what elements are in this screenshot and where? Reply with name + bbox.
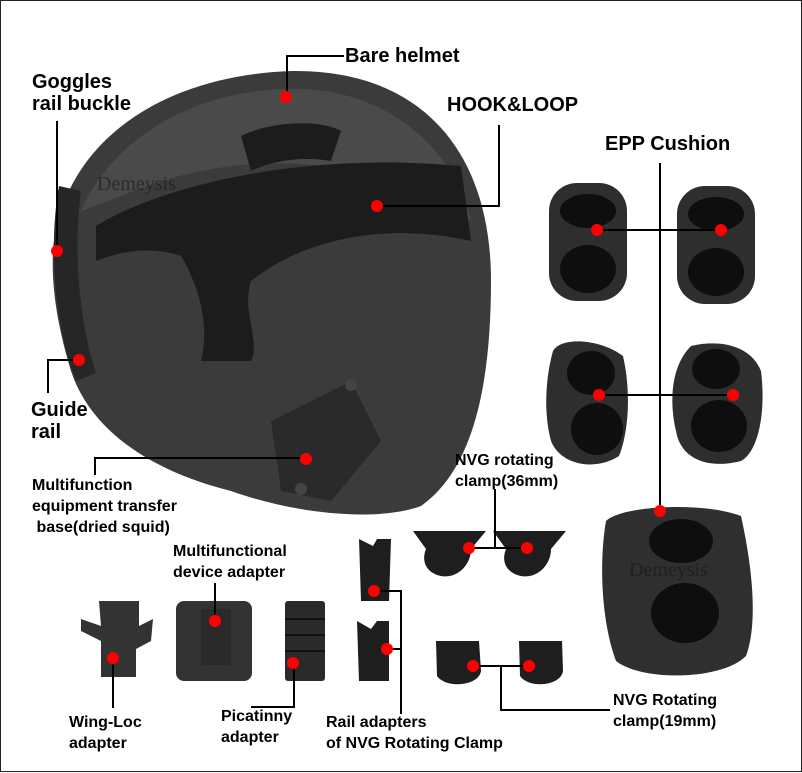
leader-line: [251, 706, 295, 708]
label-epp-cushion: EPP Cushion: [605, 133, 731, 155]
leader-line: [494, 489, 496, 549]
marker-epp-cushion: [591, 224, 603, 236]
rail-adapter-shapes: [357, 539, 391, 681]
leader-line: [659, 163, 661, 509]
leader-line: [286, 55, 344, 57]
marker-epp-cushion: [654, 505, 666, 517]
leader-line: [112, 658, 114, 708]
leader-line: [94, 457, 306, 459]
nvg-19mm-clamp-shapes: [436, 641, 563, 685]
label-picatinny: Picatinny adapter: [221, 708, 293, 746]
marker-nvg-19mm: [523, 660, 535, 672]
marker-multifunction-base: [300, 453, 312, 465]
leader-line: [500, 665, 502, 709]
marker-epp-cushion: [727, 389, 739, 401]
epp-cushion-shapes: [546, 183, 763, 676]
leader-line: [56, 121, 58, 249]
marker-bare-helmet: [280, 91, 292, 103]
label-goggles-rail-buckle: Goggles rail buckle: [32, 71, 131, 116]
marker-picatinny: [287, 657, 299, 669]
label-hook-loop: HOOK&LOOP: [447, 94, 579, 116]
marker-wing-loc: [107, 652, 119, 664]
leader-line: [400, 590, 402, 714]
marker-goggles-rail-buckle: [51, 245, 63, 257]
leader-line: [469, 547, 527, 549]
leader-line: [214, 583, 216, 619]
marker-epp-cushion: [715, 224, 727, 236]
leader-line: [293, 662, 295, 708]
marker-rail-adapter: [368, 585, 380, 597]
label-nvg-36mm: NVG rotating clamp(36mm): [455, 452, 559, 490]
leader-line: [498, 125, 500, 207]
leader-line: [47, 359, 49, 393]
leader-line: [374, 590, 402, 592]
label-guide-rail: Guide rail: [31, 399, 88, 444]
leader-line: [377, 205, 500, 207]
watermark: Demeysis: [629, 559, 708, 581]
leader-line: [47, 359, 79, 361]
marker-hook-loop: [371, 200, 383, 212]
marker-rail-adapter: [381, 643, 393, 655]
marker-guide-rail: [73, 354, 85, 366]
leader-line: [500, 709, 610, 711]
label-nvg-19mm: NVG Rotating clamp(19mm): [613, 692, 717, 730]
leader-line: [286, 55, 288, 95]
picatinny-shape: [285, 601, 325, 681]
leader-line: [597, 229, 721, 231]
watermark: Demeysis: [97, 173, 176, 195]
marker-nvg-36mm: [521, 542, 533, 554]
nvg-36mm-clamp-shapes: [413, 531, 566, 577]
marker-nvg-19mm: [467, 660, 479, 672]
label-wing-loc: Wing-Loc adapter: [69, 714, 142, 752]
label-multifunction-base: Multifunction equipment transfer base(dr…: [32, 477, 177, 536]
marker-epp-cushion: [593, 389, 605, 401]
wing-loc-shape: [81, 601, 153, 677]
label-rail-adapters: Rail adapters of NVG Rotating Clamp: [326, 714, 503, 752]
label-device-adapter: Multifunctional device adapter: [173, 543, 287, 581]
leader-line: [599, 394, 735, 396]
marker-nvg-36mm: [463, 542, 475, 554]
marker-device-adapter: [209, 615, 221, 627]
leader-line: [387, 648, 401, 650]
label-bare-helmet: Bare helmet: [345, 45, 460, 67]
helmet-shape: [52, 70, 491, 515]
leader-line: [94, 457, 96, 475]
